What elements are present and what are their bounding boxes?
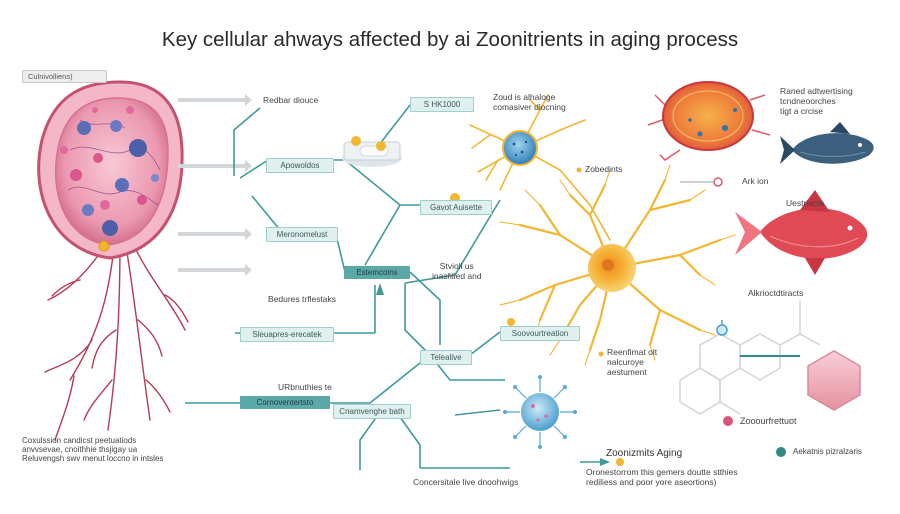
label-zoud-line: Zoud is alhaloge <box>493 92 556 102</box>
marker-dot <box>713 177 723 187</box>
left-caption-line: Reluvengsh swv menut loccno in intsles <box>22 454 164 464</box>
label-oronesterion-line: rediliess and poor yore aseortions) <box>586 476 717 487</box>
page-title: Key cellular ahways affected by ai Zooni… <box>161 28 739 51</box>
label-alkrioctdtiracts: Alkrioctdtiracts <box>748 288 804 298</box>
marker-dot <box>776 447 786 457</box>
left-caption-line: Coxulssion candicst peetuatiods <box>22 436 137 445</box>
virus-particle-illustration <box>503 375 577 449</box>
capsule-illustration <box>342 136 402 167</box>
label-raned-line: tigt a crcise <box>780 105 823 116</box>
corner-tag: Culnivolliens) <box>22 70 107 83</box>
label-zoonizmits-aging: Zoonizmits Aging <box>606 448 683 459</box>
left-caption: Coxulssion candicst peetuatiods anvvseva… <box>22 436 163 464</box>
node-shk1000: S HK1000 <box>410 97 474 112</box>
node-sleuapres-erecatek: Sleuapres-erecatek <box>240 327 334 342</box>
label-redbar-diouce: Redbar diouce <box>263 95 319 105</box>
nutrient-dot <box>507 318 515 326</box>
label-stvioll-line: inasfilled and <box>432 270 482 281</box>
label-reenfimat-line: aestument <box>607 366 647 377</box>
label-stvioll: Stvioll us inasfilled and <box>432 261 482 282</box>
label-reenfimat-line: Reenfimat olt <box>607 347 658 357</box>
node-meronomelust: Meronomelust <box>266 227 338 242</box>
label-reenfimat-line: nalcuroye <box>607 356 644 367</box>
node-gavot-auisette: Gavot Auisette <box>420 200 492 215</box>
label-ark-ion: Ark ion <box>742 176 769 186</box>
golden-neuron-illustration <box>499 164 736 366</box>
node-estemcoins: Estemcoins <box>344 266 410 279</box>
label-stvioll-line: Stvioll us <box>439 261 474 271</box>
marker-dot <box>723 416 733 426</box>
grey-arrows <box>178 94 252 276</box>
label-reenfimat: Reenfimat olt nalcuroye aestument <box>607 347 658 377</box>
label-zobedints: Zobedints <box>585 164 623 174</box>
label-zoud-line: comasiver dlocning <box>493 101 566 112</box>
label-bedures-trflestaks: Bedures trflestaks <box>268 294 337 304</box>
red-fish-illustration <box>735 190 868 275</box>
pink-hexagon <box>807 350 861 411</box>
organ-illustration <box>647 81 771 161</box>
label-zooourfrettuot: Zooourfrettuot <box>740 416 797 426</box>
label-raned-line: Raned adtwertising <box>780 86 853 96</box>
label-raned: Raned adtwertising tcndneoorches tigt a … <box>780 86 853 116</box>
label-oronesterion-line: Oronestorrom this gemers doutte stthies <box>586 467 738 477</box>
node-cornoventertsto: Cornoventertsto <box>240 396 330 409</box>
label-raned-line: tcndneoorches <box>780 95 836 106</box>
label-aekatnis: Aekatnis pizralzaris <box>793 447 862 456</box>
left-caption-line: anvvsevae, cnoithhie thsjigay ua <box>22 445 138 455</box>
label-oronesterion: Oronestorrom this gemers doutte stthies … <box>586 467 738 488</box>
label-concersitale: Concersitale live dnoohwigs <box>413 477 519 487</box>
node-telealive: Telealive <box>420 350 472 365</box>
node-soovourtreation: Soovourtreation <box>500 326 580 341</box>
label-uestriecte: Uestriecte <box>786 198 825 208</box>
cell-illustration <box>37 80 189 441</box>
node-apowoldos: Apowoldos <box>266 158 334 173</box>
label-urbnuthies-te: URbnuthies te <box>278 382 332 392</box>
node-cnamvenghe-bath: Cnamvenghe bath <box>333 404 411 419</box>
blue-neuron-illustration <box>469 94 611 241</box>
label-zoud: Zoud is alhaloge comasiver dlocning <box>493 92 566 113</box>
marker-dot <box>616 458 624 466</box>
blue-fish-illustration <box>780 122 874 164</box>
